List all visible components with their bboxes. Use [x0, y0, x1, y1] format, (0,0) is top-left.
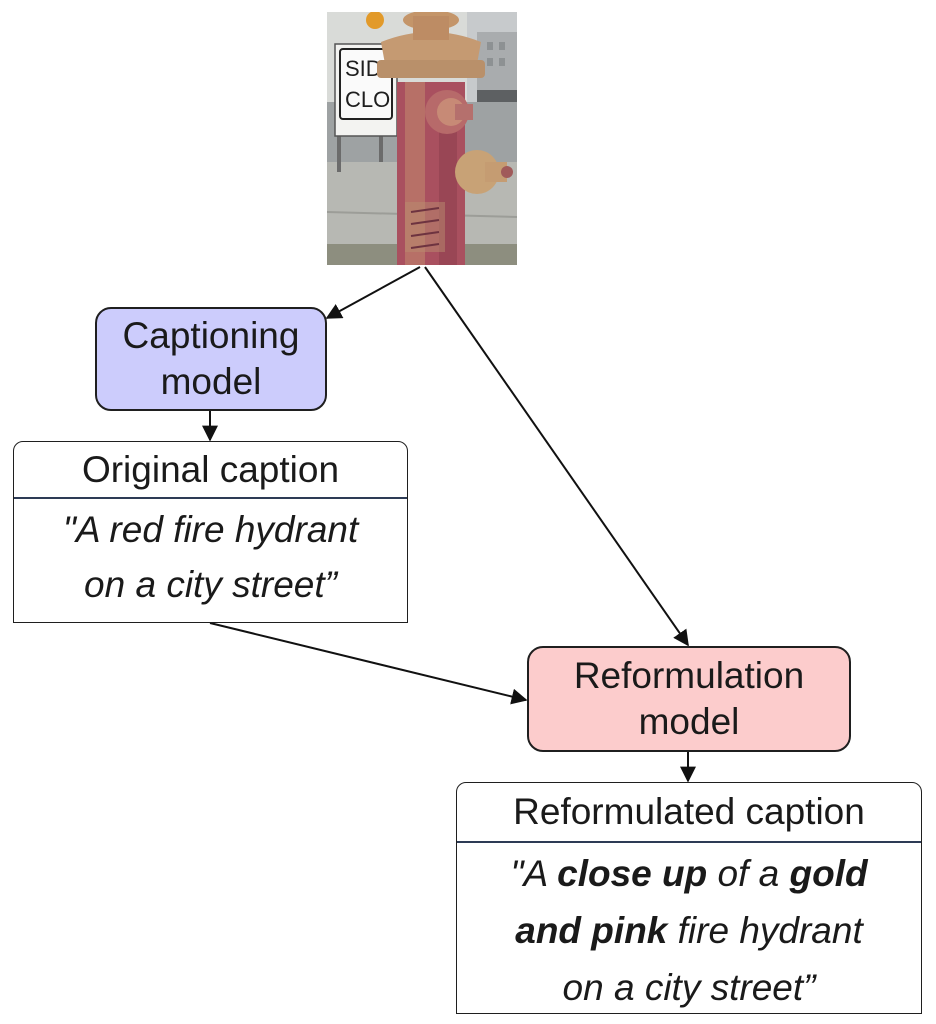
text-fragment: "A — [510, 853, 558, 894]
original-caption-line1: "A red fire hydrant — [62, 509, 359, 550]
arrow-photo-to-reformulation — [424, 266, 689, 647]
text-fragment: of a — [707, 853, 790, 894]
reformulated-caption-text: "A close up of a gold and pink fire hydr… — [457, 843, 921, 1016]
reformulated-caption-header: Reformulated caption — [457, 783, 921, 843]
emphasis-gold: gold — [789, 853, 868, 894]
reformulation-model-label-line2: model — [638, 701, 740, 742]
captioning-model-box: Captioning model — [95, 307, 327, 411]
sign-text-1: SID — [345, 56, 382, 81]
reformulated-caption-line1: "A close up of a gold — [457, 845, 921, 902]
reformulated-caption-line3: on a city street” — [562, 967, 816, 1008]
fire-hydrant-photo: SID CLO — [327, 12, 517, 265]
reformulation-model-label-line1: Reformulation — [573, 655, 805, 696]
captioning-model-label-line2: model — [160, 361, 262, 402]
reformulated-caption-card: Reformulated caption "A close up of a go… — [456, 782, 922, 1014]
original-caption-text: "A red fire hydrant on a city street” — [14, 499, 407, 612]
arrow-original-to-reformulation — [209, 622, 528, 705]
sign-text-2: CLO — [345, 87, 390, 112]
emphasis-close-up: close up — [557, 853, 708, 894]
reformulation-model-box: Reformulation model — [527, 646, 851, 752]
emphasis-and-pink: and pink — [515, 910, 668, 951]
reformulated-caption-line2: and pink fire hydrant — [457, 902, 921, 959]
arrow-photo-to-captioning — [325, 266, 421, 319]
text-fragment: fire hydrant — [667, 910, 863, 951]
original-caption-line2: on a city street” — [84, 564, 337, 605]
captioning-model-label-line1: Captioning — [122, 315, 300, 356]
original-caption-header: Original caption — [14, 442, 407, 499]
original-caption-card: Original caption "A red fire hydrant on … — [13, 441, 408, 623]
